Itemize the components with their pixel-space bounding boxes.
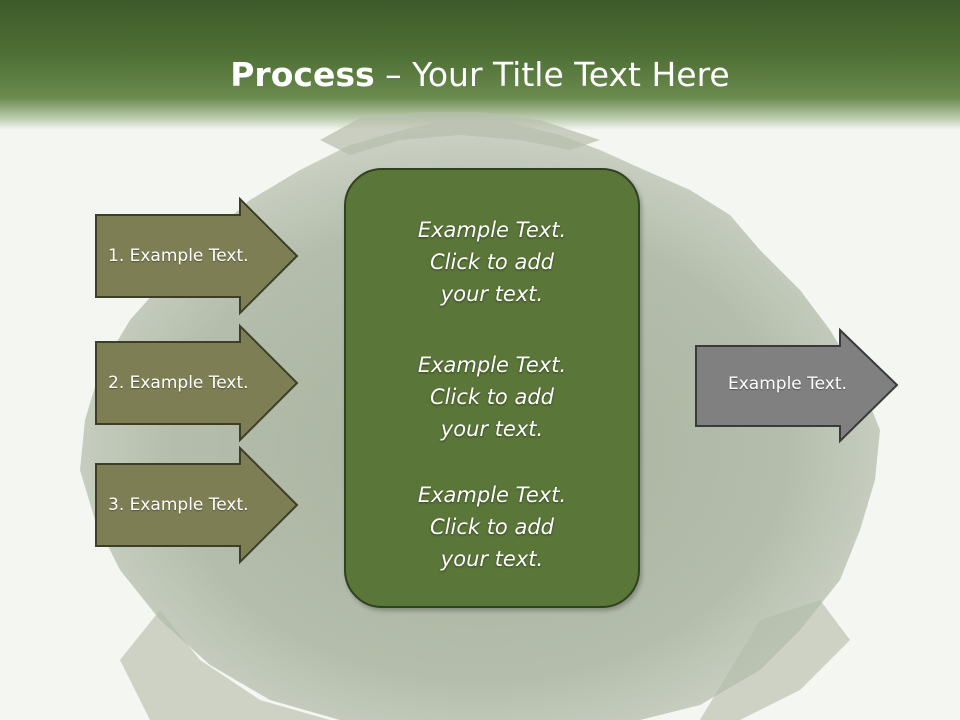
process-text-block-3[interactable]: Example Text. Click to add your text. xyxy=(346,479,638,575)
process-text-block-2[interactable]: Example Text. Click to add your text. xyxy=(346,349,638,445)
process-box[interactable]: Example Text. Click to add your text. Ex… xyxy=(344,168,640,608)
title-bold-text: Process xyxy=(230,55,375,94)
process-text-line: Example Text. xyxy=(417,483,567,507)
process-text-line: your text. xyxy=(440,417,544,441)
process-text-line: Example Text. xyxy=(417,218,567,242)
output-arrow-label: Example Text. xyxy=(728,374,847,394)
process-text-line: your text. xyxy=(440,547,544,571)
title-banner xyxy=(0,0,960,130)
process-text-line: Click to add xyxy=(429,385,554,409)
input-arrow-3-label: 3. Example Text. xyxy=(108,495,249,515)
process-text-line: Click to add xyxy=(429,250,554,274)
input-arrow-1-label: 1. Example Text. xyxy=(108,246,249,266)
input-arrow-2-label: 2. Example Text. xyxy=(108,373,249,393)
title-regular-text: – Your Title Text Here xyxy=(374,55,730,94)
slide-title: Process – Your Title Text Here xyxy=(0,52,960,98)
process-text-line: your text. xyxy=(440,282,544,306)
process-text-line: Click to add xyxy=(429,515,554,539)
process-text-block-1[interactable]: Example Text. Click to add your text. xyxy=(346,214,638,310)
process-text-line: Example Text. xyxy=(417,353,567,377)
